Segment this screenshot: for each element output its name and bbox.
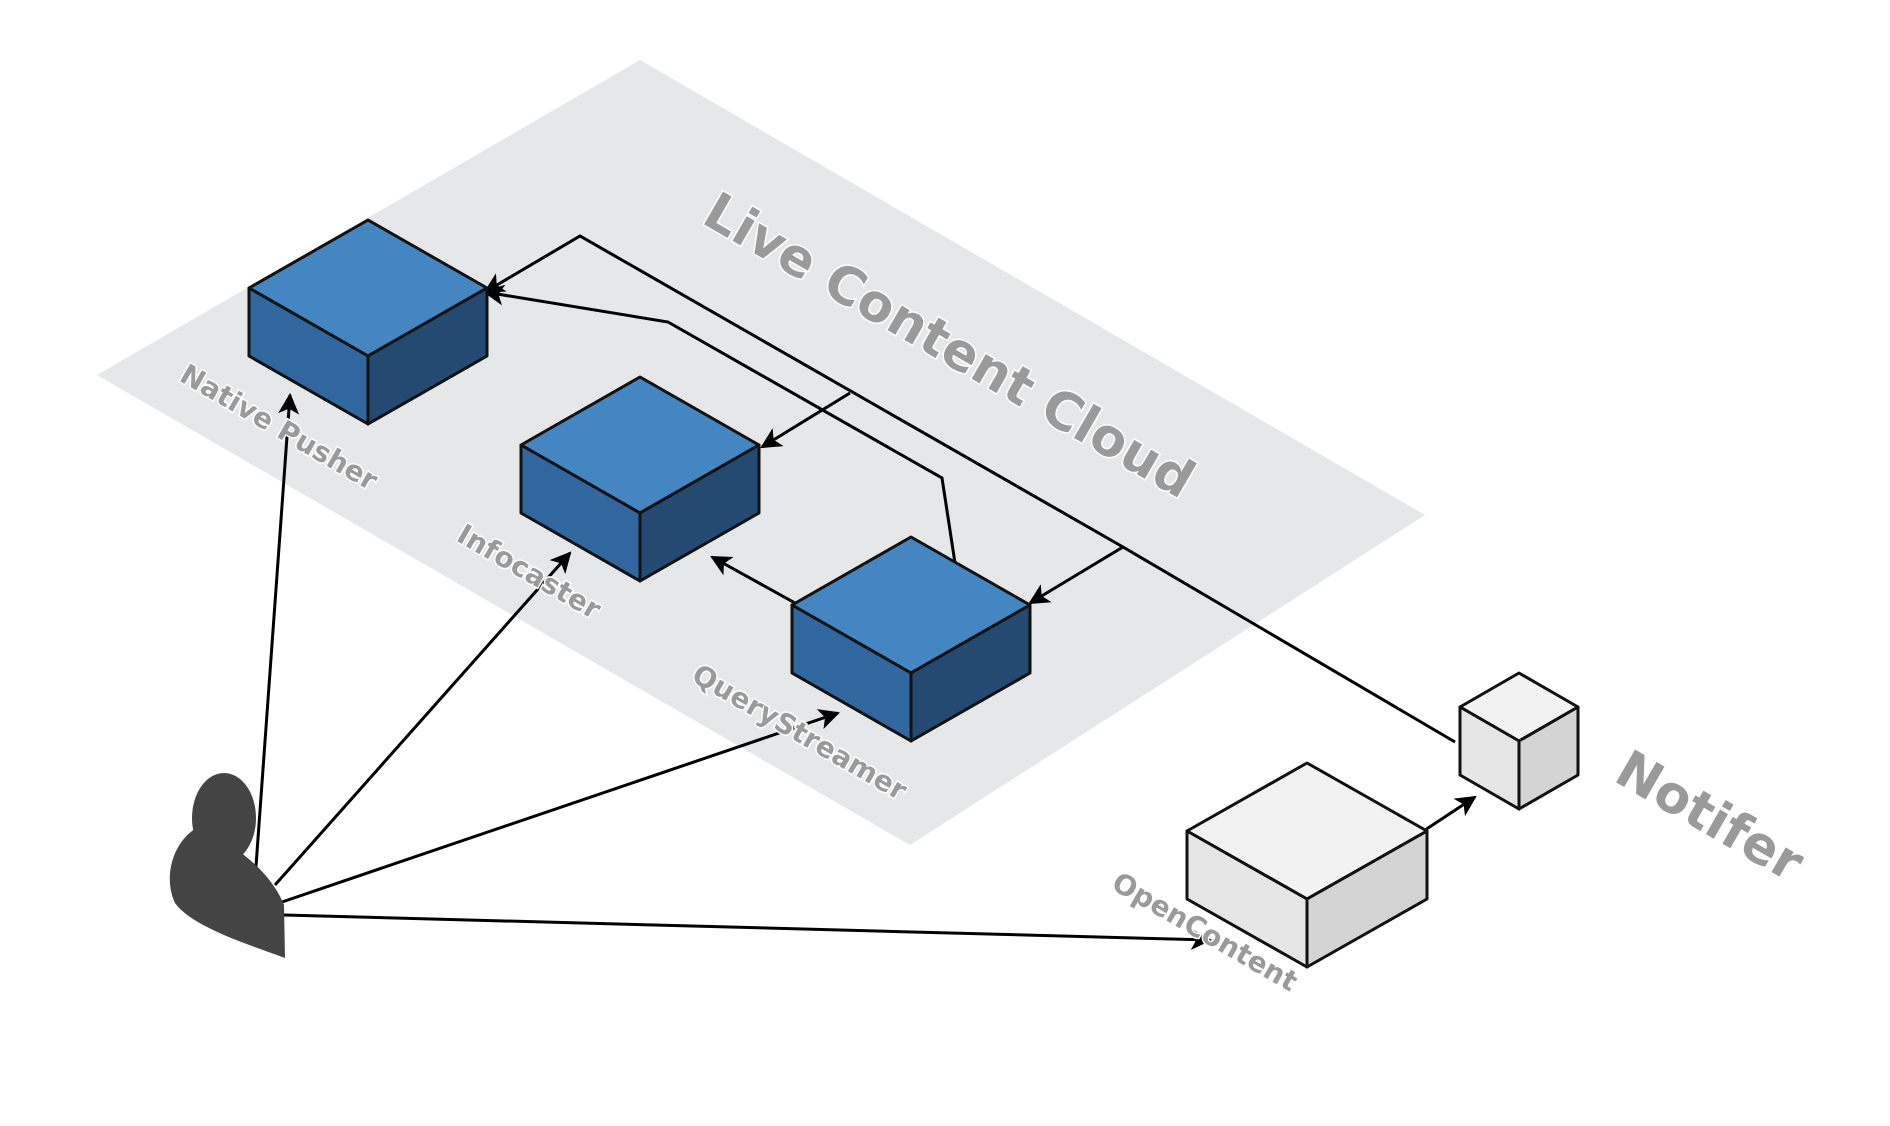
notifier-box-right xyxy=(1517,705,1580,811)
connector-notifier-bus xyxy=(483,234,1456,744)
native-pusher-box-right xyxy=(366,286,489,426)
open-content-node[interactable]: OpenContent xyxy=(1105,761,1429,1000)
infocaster-box-right xyxy=(638,443,761,583)
connector-query-streamer-to-infocaster xyxy=(710,555,796,605)
connector-bus-to-query-streamer xyxy=(1028,545,1124,605)
connector-user-to-native-pusher xyxy=(253,392,300,881)
query-streamer-box-right xyxy=(909,603,1032,743)
connector-user-to-query-streamer xyxy=(281,709,840,904)
connector-user-to-infocaster xyxy=(273,551,572,886)
user-icon-body xyxy=(169,826,285,958)
connector-user-to-open-content xyxy=(283,913,1213,950)
notifier-label: Notifer xyxy=(1606,739,1814,894)
connector-open-content-to-notifier xyxy=(1424,795,1477,832)
connector-bus-to-infocaster xyxy=(760,391,851,449)
connector-query-streamer-to-native-pusher xyxy=(482,284,957,564)
user-icon xyxy=(169,773,285,958)
connectors xyxy=(253,234,1477,950)
open-content-box-right xyxy=(1305,829,1429,969)
notifier-node[interactable]: Notifer xyxy=(1458,671,1815,896)
